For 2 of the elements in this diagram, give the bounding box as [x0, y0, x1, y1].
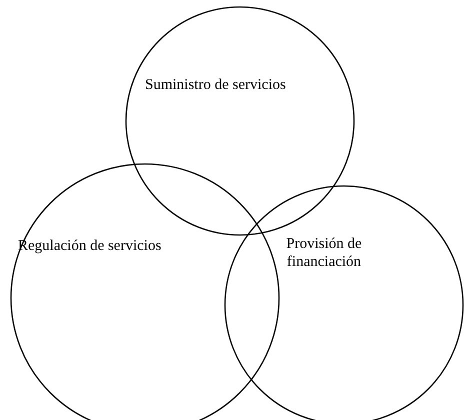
circle-label: Provisión de financiación — [285, 235, 363, 271]
circle-label: Suministro de servicios — [145, 76, 286, 94]
